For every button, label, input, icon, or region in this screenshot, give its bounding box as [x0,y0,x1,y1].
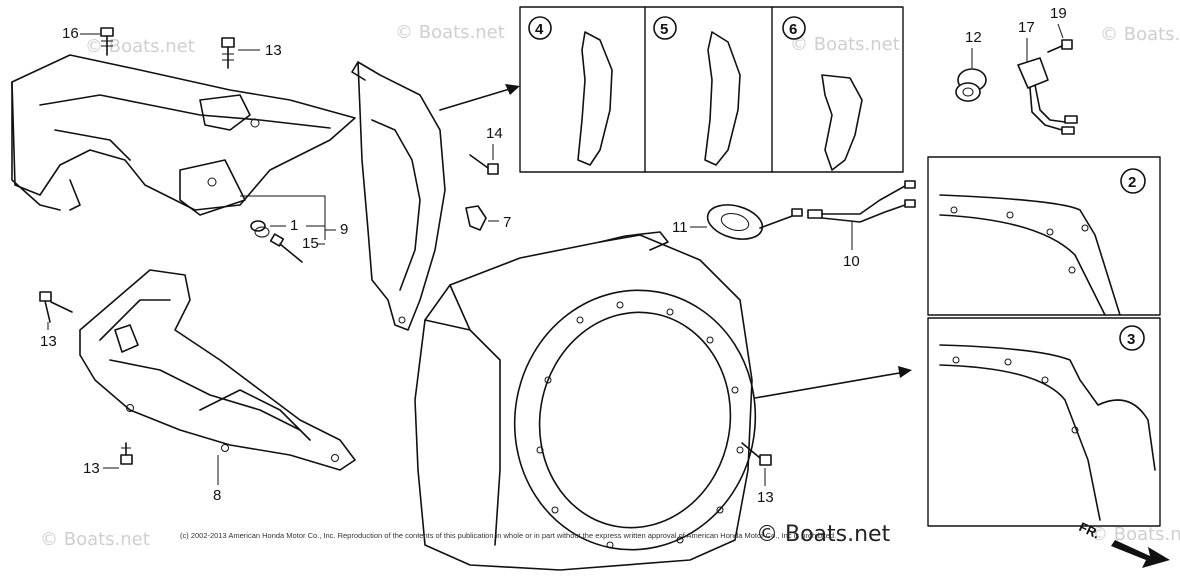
upper-shroud [11,54,356,216]
grommet-1 [250,220,270,238]
bolt-13-left [39,291,73,323]
detail-2 [927,156,1161,316]
fan-shroud [414,231,757,571]
callout-9: 9 [340,221,348,238]
watermark-3: © Boats.net [790,34,900,55]
screw-19 [1047,39,1073,53]
callout-19: 19 [1050,5,1067,22]
bolt-13-lower [120,442,133,465]
bolt-13-right [741,442,772,466]
callout-14: 14 [486,125,503,142]
variants-box [519,6,904,173]
callout-16: 16 [62,25,79,42]
clip-7 [465,205,487,231]
callout-17: 17 [1018,19,1035,36]
callout-11: 11 [672,219,688,236]
detail-2-label: 2 [1128,174,1136,191]
detail-3-label: 3 [1127,331,1135,348]
callout-13-lower: 13 [83,460,100,477]
bolt-14 [469,154,499,175]
callout-13-right: 13 [757,489,774,506]
watermark-4: © Boats.net [1100,24,1180,45]
callout-13-top: 13 [265,42,282,59]
callout-15: 15 [302,235,319,252]
lower-shroud-8 [79,269,356,471]
callout-8: 8 [213,487,221,504]
grommet-12 [955,68,987,102]
bolt-15 [269,233,303,263]
callout-1: 1 [290,217,298,234]
terminal-17 [1017,57,1078,135]
watermark-6: © Boats.net [1090,524,1180,545]
bolt-16 [100,27,114,56]
watermark-5: © Boats.net [40,529,150,550]
variant-5-label: 5 [660,21,668,38]
variant-6-label: 6 [789,21,797,38]
callout-13-left: 13 [40,333,57,350]
brand-mark: © Boats.net [756,522,891,547]
copyright-notice: (c) 2002-2013 American Honda Motor Co., … [180,531,836,540]
bolt-13-top [221,37,235,69]
callout-12: 12 [965,29,982,46]
watermarks: © Boats.net © Boats.net © Boats.net © Bo… [40,22,1180,550]
wire-10 [807,180,916,223]
variant-4-label: 4 [535,21,544,38]
switch-11 [706,204,803,240]
curved-cover [351,61,446,331]
callout-7: 7 [503,214,511,231]
watermark-2: © Boats.net [395,22,505,43]
callout-10: 10 [843,253,860,270]
detail-3 [927,317,1161,527]
